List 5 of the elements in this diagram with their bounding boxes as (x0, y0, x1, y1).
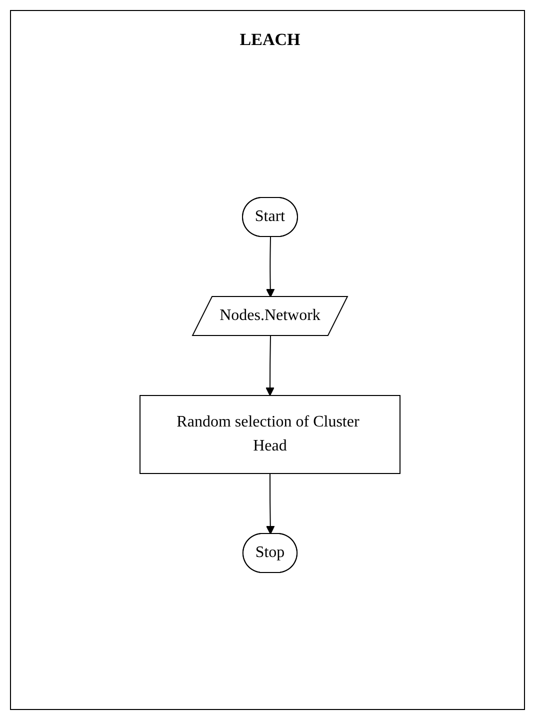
arrow (266, 236, 275, 298)
arrow (266, 336, 274, 396)
arrow (266, 473, 275, 534)
node-box: Random selection of Cluster Head (140, 395, 400, 474)
diagram-title: LEACH (238, 30, 302, 50)
